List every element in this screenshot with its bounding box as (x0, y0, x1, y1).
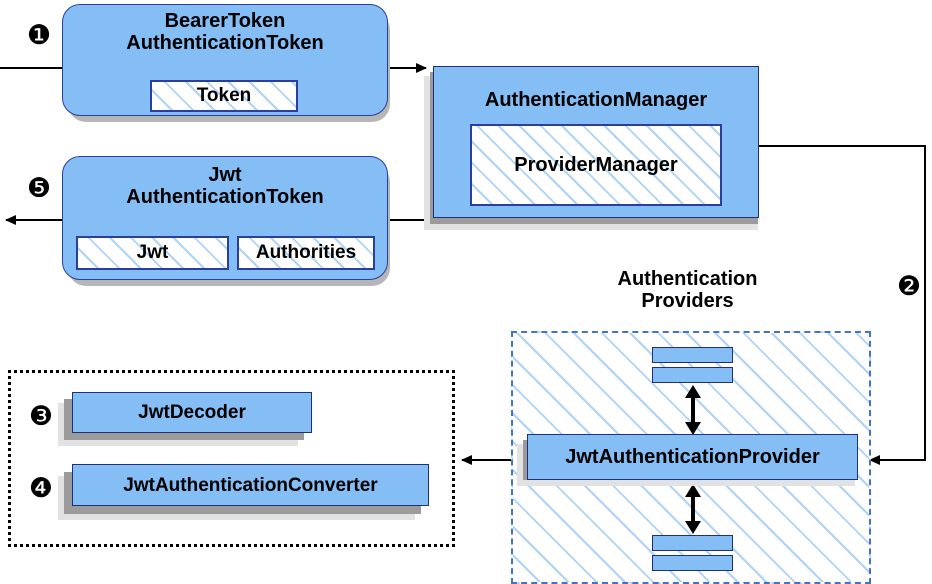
step-marker-5: ❺ (26, 173, 52, 204)
jwt-authentication-provider-node[interactable] (527, 434, 858, 480)
provider-link-arrows (685, 385, 701, 435)
provider-placeholder-bar-top-2 (652, 367, 733, 383)
provider-placeholder-bar-bottom-1 (652, 535, 733, 551)
jwt-token-compartment-authorities (237, 236, 375, 270)
step-marker-3: ❸ (28, 401, 54, 432)
provider-placeholder-bar-top-1 (652, 347, 733, 363)
provider-link-arrows-lower (685, 484, 701, 534)
provider-placeholder-bar-bottom-2 (652, 555, 733, 571)
jwt-decoder-node[interactable] (72, 392, 312, 433)
step-marker-2: ❷ (896, 271, 922, 302)
authentication-providers-title: Authentication Providers (617, 268, 758, 313)
step-marker-4: ❹ (28, 473, 54, 504)
jwt-authentication-converter-node[interactable] (72, 464, 429, 506)
jwt-support-region (8, 370, 455, 547)
authentication-manager-compartment-provider-manager (470, 124, 722, 206)
step-marker-1: ❶ (26, 20, 52, 51)
jwt-token-compartment-jwt (76, 236, 229, 270)
bearer-token-compartment-token (150, 80, 298, 112)
